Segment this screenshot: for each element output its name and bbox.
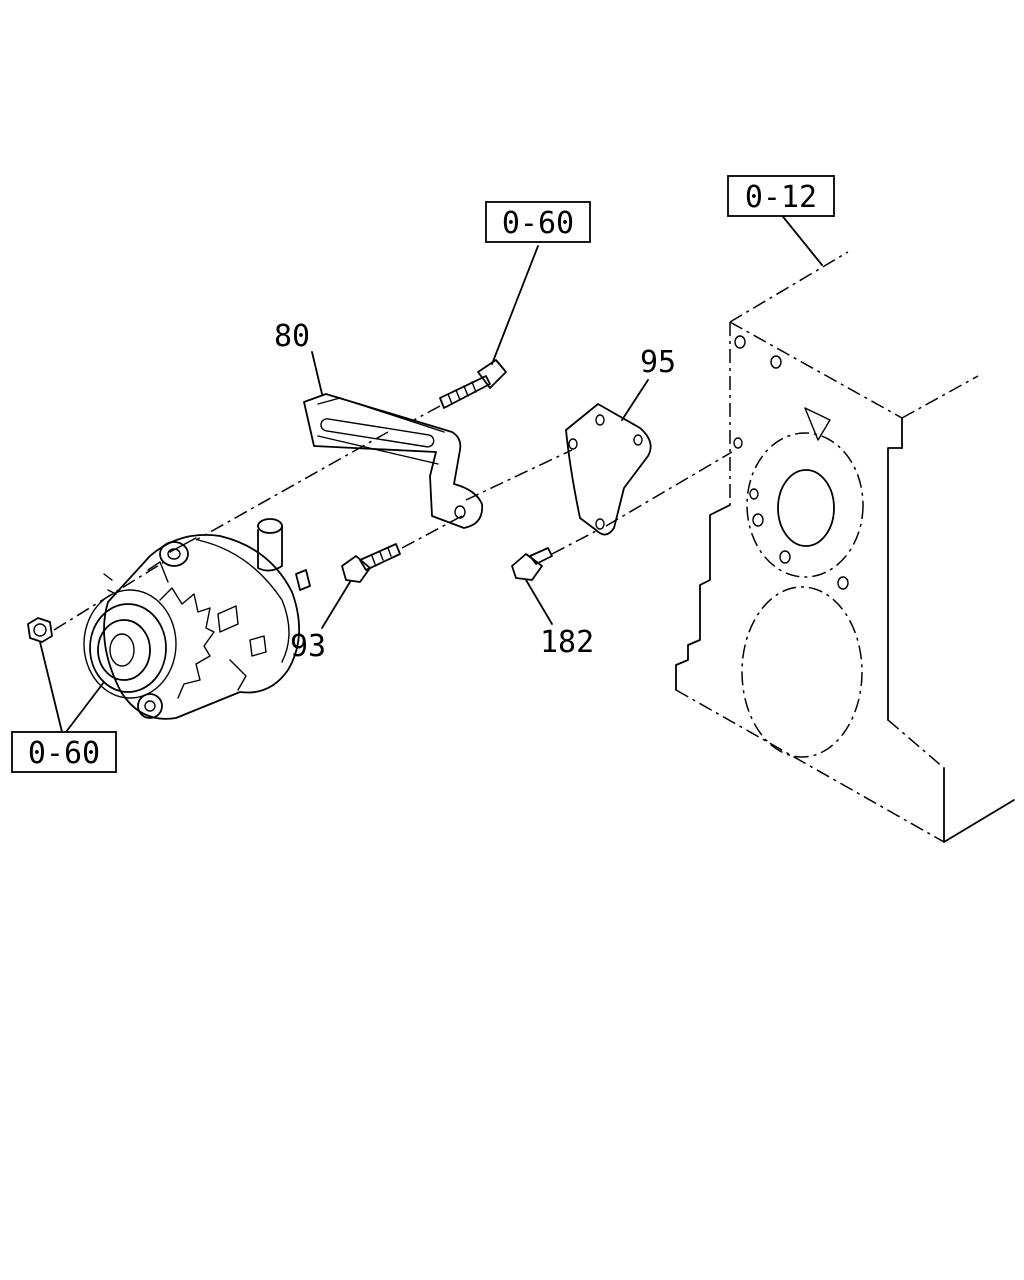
bracket-95-icon: [565, 403, 652, 536]
part-label-182: 182: [540, 625, 594, 660]
bolt-182-icon: [511, 547, 553, 581]
callout-0-60-bottom: 0-60: [11, 731, 117, 773]
bracket-80-icon: [303, 393, 484, 529]
engine-block-icon: [675, 251, 1015, 843]
part-label-95: 95: [640, 345, 676, 380]
bolt-top-icon: [439, 359, 507, 409]
ref-label-0-60-top: 0-60: [502, 206, 574, 241]
alternator-icon: [83, 518, 311, 720]
callout-0-60-top: 0-60: [485, 201, 591, 243]
nut-icon: [27, 617, 53, 643]
part-label-93: 93: [290, 629, 326, 664]
ref-label-0-12: 0-12: [745, 180, 817, 215]
ref-label-0-60-bottom: 0-60: [28, 736, 100, 771]
bolt-93-icon: [341, 543, 401, 583]
callout-0-12: 0-12: [727, 175, 835, 217]
part-label-80: 80: [274, 319, 310, 354]
